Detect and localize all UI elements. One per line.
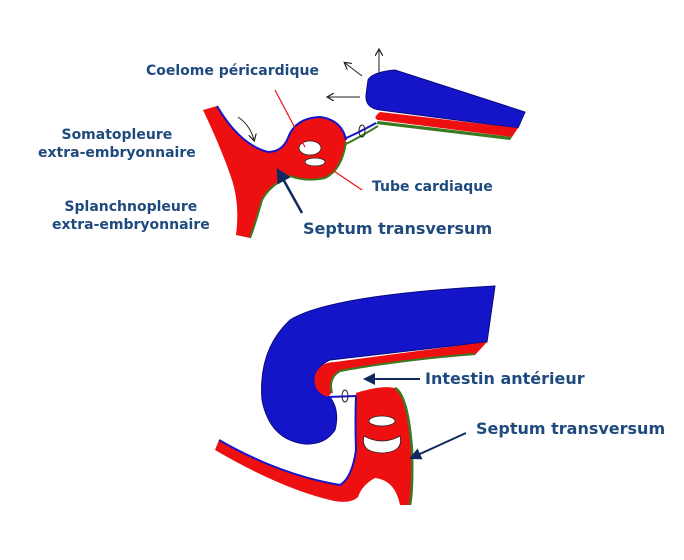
bottom-blue-ectoderm [261,285,496,445]
pointer-line [274,89,306,148]
ring-icon [341,389,349,403]
septum-arrow [409,432,467,460]
arrow-up-left-icon [345,63,363,77]
heart-lumen [298,140,322,156]
label-septum-top: Septum transversum [303,219,493,238]
label-splanchnopleure-line1: Splanchnopleure [64,199,198,215]
bottom-red-layer [314,342,487,397]
label-splanchnopleure-line2: extra-embryonnaire [52,217,210,233]
label-somatopleure-line1: Somatopleure [61,127,173,143]
top-green-strip [376,121,512,140]
label-splanchnopleure: Splanchnopleure extra-embryonnaire [52,198,210,234]
label-coelome: Coelome péricardique [146,63,319,79]
septum-arrow [276,167,304,214]
top-embryo [203,50,526,239]
label-septum-bottom: Septum transversum [476,419,666,438]
label-tube-cardiaque: Tube cardiaque [372,179,493,195]
ring-icon [358,124,366,138]
label-somatopleure: Somatopleure extra-embryonnaire [38,126,196,162]
heart-lumen [368,415,396,427]
heart-lumen [363,435,401,454]
top-red-mesoderm [203,106,346,238]
label-somatopleure-line2: extra-embryonnaire [38,145,196,161]
bottom-embryo [215,285,496,506]
top-connection-green [343,125,379,146]
heart-lumen [304,157,326,167]
fold-arrow-icon [237,116,254,140]
pointer-line [324,164,363,191]
bottom-septum-mesoderm [215,387,413,505]
top-red-strip [375,112,518,137]
label-intestin: Intestin antérieur [425,369,585,388]
